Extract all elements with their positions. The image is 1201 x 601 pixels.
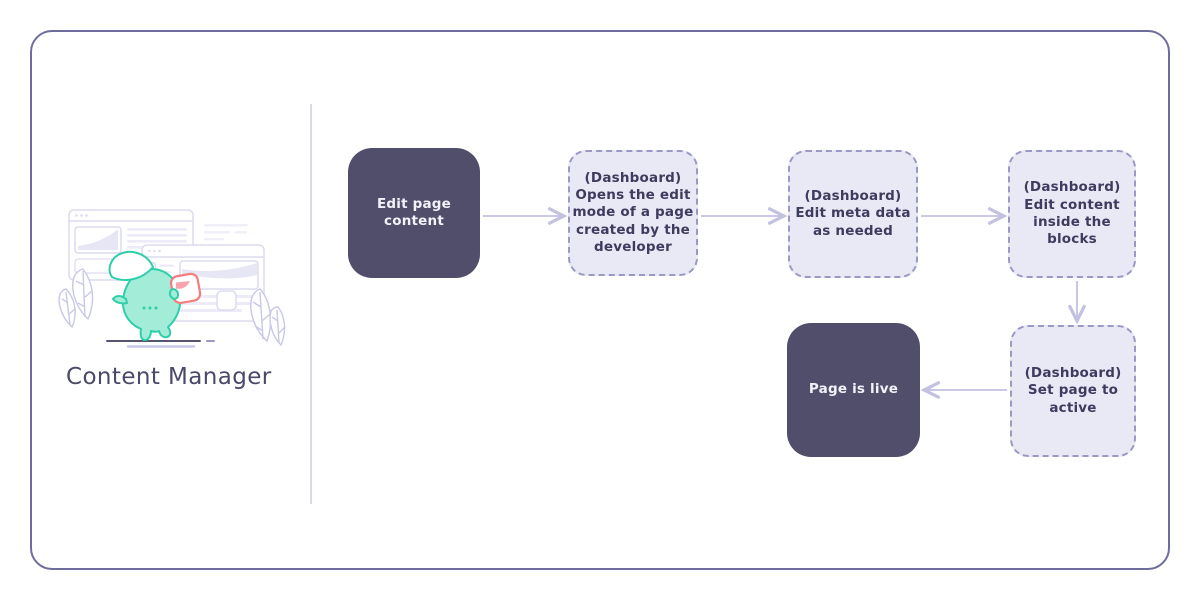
flow-node-edit-meta-data: (Dashboard) Edit meta data as needed <box>788 150 918 278</box>
flow-node-label: Edit page content <box>376 195 452 229</box>
flow-node-label: (Dashboard) Set page to active <box>1024 365 1122 416</box>
plant-right-icon <box>250 288 286 347</box>
flow-node-set-page-active: (Dashboard) Set page to active <box>1010 325 1136 457</box>
ground-lines <box>106 340 215 348</box>
diagram-frame: Content Manager Edit page content (Dashb… <box>30 30 1170 570</box>
flow-node-label: (Dashboard) Opens the edit mode of a pag… <box>572 169 694 255</box>
flow-node-label: (Dashboard) Edit meta data as needed <box>795 188 911 239</box>
flow-node-label: Page is live <box>808 381 899 398</box>
flow-node-edit-content-blocks: (Dashboard) Edit content inside the bloc… <box>1008 150 1136 278</box>
faint-text-lines <box>204 224 248 241</box>
page-title: Content Manager <box>66 364 272 390</box>
flow-node-label: (Dashboard) Edit content inside the bloc… <box>1023 179 1121 248</box>
flow-node-page-is-live: Page is live <box>787 323 920 457</box>
vertical-divider <box>310 104 312 504</box>
mascot-character-icon <box>108 250 193 341</box>
flow-node-open-edit-mode: (Dashboard) Opens the edit mode of a pag… <box>568 150 698 276</box>
left-panel: Content Manager <box>32 32 310 568</box>
content-manager-illustration <box>58 209 286 348</box>
plant-left-icon <box>58 268 94 329</box>
flow-node-edit-page-content: Edit page content <box>348 148 480 278</box>
mascot-hand-icon <box>168 288 180 300</box>
